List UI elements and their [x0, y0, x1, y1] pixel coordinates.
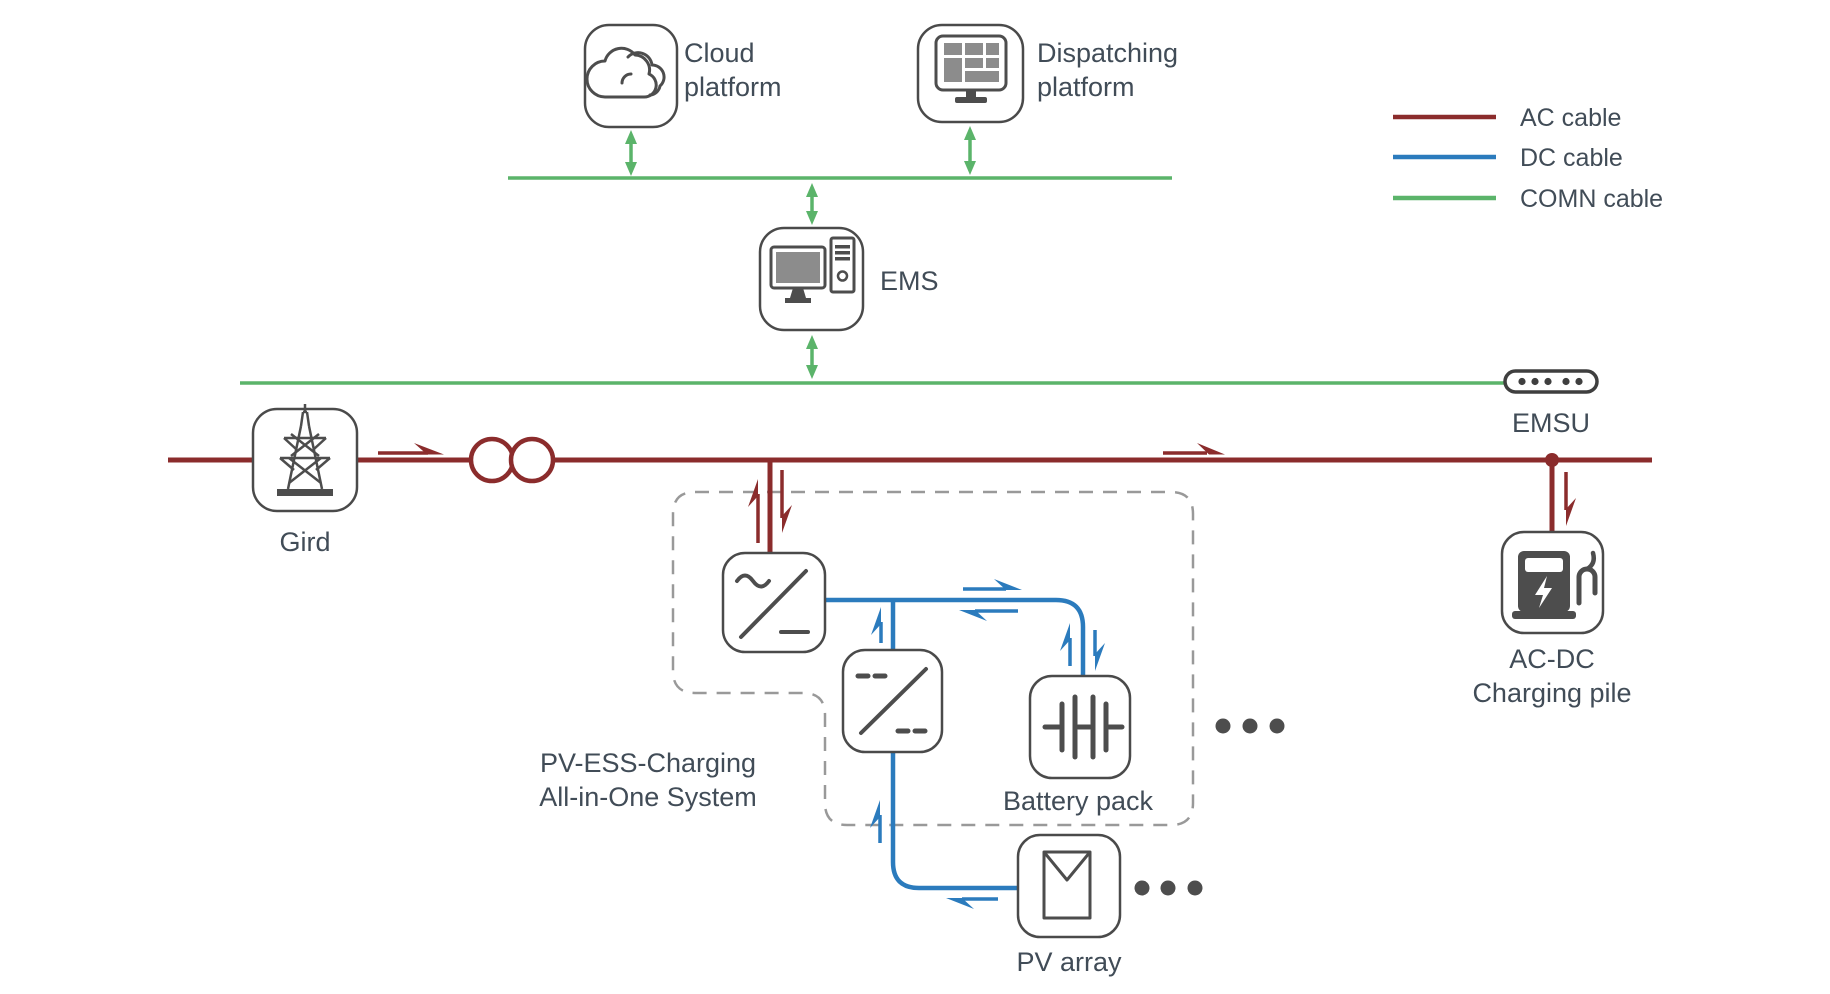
pv-flow-left-arrow: [946, 897, 998, 909]
legend-ac-label: AC cable: [1520, 104, 1621, 132]
dcdc-converter-node: [841, 648, 944, 754]
pv-ellipsis-dots: [1134, 880, 1203, 896]
battery-ellipsis-dots: [1215, 718, 1285, 734]
charging-pile-flow-arrow: [1564, 472, 1576, 526]
dc-dc-converter-icon: [855, 667, 928, 735]
system-boundary-box: [671, 490, 1195, 827]
ac-dc-converter-icon: [735, 569, 810, 639]
dispatching-comn-link-arrow: [964, 126, 976, 175]
pv-up-arrow: [870, 800, 882, 843]
ems-bottom-link-arrow: [806, 335, 818, 379]
ac-flow-arrow-left: [378, 443, 444, 455]
desktop-computer-icon: [769, 236, 856, 303]
dispatching-label-line2: platform: [1037, 72, 1135, 102]
cloud-platform-node: Cloud platform: [583, 23, 782, 129]
ems-label: EMS: [880, 266, 939, 296]
grid-node: Gird: [251, 404, 359, 557]
battery-bidirectional-arrows: [1060, 623, 1105, 671]
ems-node: EMS: [758, 226, 939, 332]
battery-pack-node: Battery pack: [1003, 674, 1154, 816]
legend: AC cable DC cable COMN cable: [1393, 104, 1663, 213]
ac-flow-arrow-right: [1163, 443, 1225, 455]
battery-label: Battery pack: [1003, 786, 1154, 816]
pv-label: PV array: [1016, 947, 1122, 977]
cloud-label-line2: platform: [684, 72, 782, 102]
dc-bidirectional-horizontal-arrows: [959, 579, 1022, 621]
transformer-icon: [468, 436, 556, 484]
dashboard-monitor-icon: [934, 34, 1008, 103]
system-label-line2: All-in-One System: [539, 782, 757, 812]
legend-dc-label: DC cable: [1520, 144, 1623, 172]
cloud-comn-link-arrow: [625, 130, 637, 176]
system-label-line1: PV-ESS-Charging: [540, 748, 756, 778]
pcs-bidirectional-ac-arrows: [748, 470, 792, 543]
cloud-node-box: [583, 23, 679, 129]
dc-link-dcdc-pv: [890, 752, 1018, 891]
charging-pile-label-line2: Charging pile: [1472, 678, 1631, 708]
pv-node-box: [1016, 833, 1122, 939]
battery-cells-icon: [1042, 694, 1125, 760]
legend-comn-label: COMN cable: [1520, 185, 1663, 213]
charging-pile-node: AC-DC Charging pile: [1472, 530, 1632, 708]
dispatching-label-line1: Dispatching: [1037, 38, 1178, 68]
ems-top-link-arrow: [806, 183, 818, 225]
charging-pile-label-line1: AC-DC: [1509, 644, 1595, 674]
pcs-converter-node: [721, 551, 827, 654]
dispatching-platform-node: Dispatching platform: [916, 23, 1178, 124]
system-box-label: PV-ESS-Charging All-in-One System: [539, 748, 757, 812]
emsu-node: EMSU: [1503, 369, 1599, 438]
cloud-icon: [585, 46, 666, 99]
transmission-tower-icon: [277, 404, 333, 496]
pv-array-node: PV array: [1016, 833, 1122, 977]
cloud-label-line1: Cloud: [684, 38, 755, 68]
ev-charger-icon: [1512, 550, 1598, 619]
dcdc-up-arrow: [871, 607, 883, 643]
pv-panel-icon: [1042, 850, 1092, 920]
emsu-label: EMSU: [1512, 408, 1590, 438]
dc-bus-pcs-battery: [825, 597, 1086, 676]
grid-label: Gird: [279, 527, 330, 557]
